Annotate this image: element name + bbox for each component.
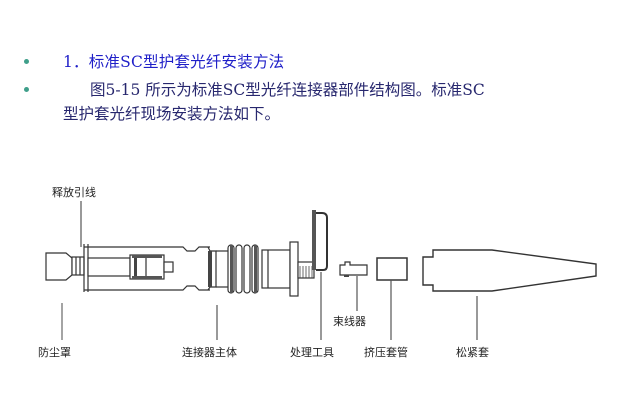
bullet-dot-icon bbox=[24, 59, 29, 64]
label-cable-tie: 束线器 bbox=[333, 315, 366, 328]
paragraph-line-1: 图5-15 所示为标准SC型光纤连接器部件结构图。标准SC bbox=[90, 81, 485, 99]
label-crimp-sleeve: 挤压套管 bbox=[364, 346, 408, 359]
label-connector-body: 连接器主体 bbox=[182, 346, 237, 359]
heading-text: 标准SC型护套光纤安装方法 bbox=[88, 53, 285, 71]
label-dust-cap: 防尘罩 bbox=[38, 346, 71, 359]
description-paragraph: 图5-15 所示为标准SC型光纤连接器部件结构图。标准SC 型护套光纤现场安装方… bbox=[63, 78, 608, 126]
label-processing-tool: 处理工具 bbox=[290, 346, 334, 359]
bullet-dot-icon bbox=[24, 87, 29, 92]
paragraph-line-2: 型护套光纤现场安装方法如下。 bbox=[63, 105, 281, 123]
heading-number: 1． bbox=[63, 53, 89, 71]
label-release-wire: 释放引线 bbox=[52, 186, 96, 199]
label-tight-boot: 松紧套 bbox=[456, 346, 489, 359]
connector-parts-illustration bbox=[45, 201, 597, 340]
sc-connector-diagram: 释放引线 防尘罩 连接器主体 处理工具 束线器 挤压套管 松紧套 bbox=[0, 160, 637, 380]
section-heading: 1．标准SC型护套光纤安装方法 bbox=[63, 50, 284, 72]
